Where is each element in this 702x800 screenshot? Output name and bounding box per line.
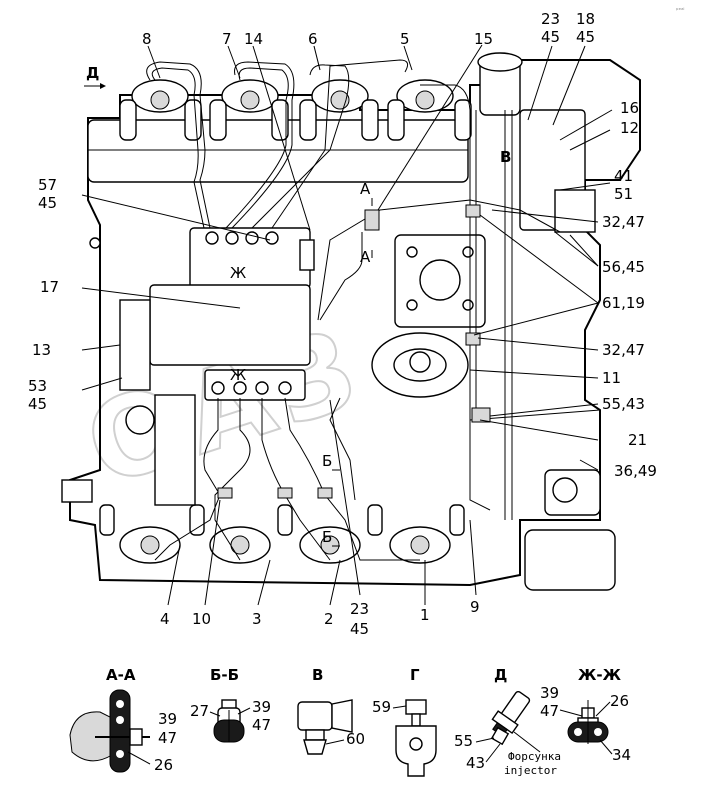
callout-45-left-a: 45 bbox=[38, 194, 57, 212]
callout-17: 17 bbox=[40, 278, 59, 296]
callout-15: 15 bbox=[474, 30, 493, 48]
callout-14: 14 bbox=[244, 30, 263, 48]
callout-16: 16 bbox=[620, 99, 639, 117]
section-aa-title: А-А bbox=[106, 666, 136, 684]
callout-45-top-a: 45 bbox=[541, 28, 560, 46]
callout-21: 21 bbox=[628, 431, 647, 449]
section-aa-label-26: 26 bbox=[154, 756, 173, 774]
view-mark-b-bottom: Б bbox=[322, 528, 332, 546]
callout-1: 1 bbox=[420, 606, 430, 624]
section-bb-label-47: 47 bbox=[252, 716, 271, 734]
section-bb-label-27: 27 bbox=[190, 702, 209, 720]
left-fittings bbox=[61, 237, 196, 506]
callout-11: 11 bbox=[602, 369, 621, 387]
engine-assembly bbox=[61, 52, 641, 591]
injection-pump bbox=[149, 227, 315, 401]
callout-labels: 8 7 14 6 5 15 23 45 18 45 16 12 41 51 57… bbox=[28, 10, 657, 638]
callout-51: 51 bbox=[614, 185, 633, 203]
callout-10: 10 bbox=[192, 610, 211, 628]
callout-7: 7 bbox=[222, 30, 232, 48]
callout-12: 12 bbox=[620, 119, 639, 137]
callout-45-bottom: 45 bbox=[350, 620, 369, 638]
corner-mark: ᵖᵉᵃˡ bbox=[676, 7, 684, 14]
section-zz-label-34: 34 bbox=[612, 746, 631, 764]
section-v: В 60 bbox=[297, 666, 365, 755]
section-d-label-55: 55 bbox=[454, 732, 473, 750]
section-d-note-en: injector bbox=[504, 764, 557, 777]
callout-61-19: 61,19 bbox=[602, 294, 645, 312]
section-zz-title: Ж-Ж bbox=[578, 666, 622, 684]
section-aa: А-А 39 47 26 bbox=[69, 666, 177, 774]
section-aa-label-47: 47 bbox=[158, 729, 177, 747]
callout-36-49: 36,49 bbox=[614, 462, 657, 480]
section-bb-title: Б-Б bbox=[210, 666, 239, 684]
section-zz-label-39: 39 bbox=[540, 684, 559, 702]
view-marks: Д А А Ж Ж В Б Б bbox=[84, 64, 511, 547]
section-zz: Ж-Ж 39 47 26 34 bbox=[540, 666, 631, 764]
section-v-label-60: 60 bbox=[346, 730, 365, 748]
callout-53: 53 bbox=[28, 377, 47, 395]
section-d-label-43: 43 bbox=[466, 754, 485, 772]
callout-57: 57 bbox=[38, 176, 57, 194]
section-v-title: В bbox=[312, 666, 323, 684]
cylinder-heads-top bbox=[119, 79, 472, 141]
view-mark-zh-bottom: Ж bbox=[230, 366, 246, 384]
right-housings bbox=[477, 52, 616, 591]
callout-18: 18 bbox=[576, 10, 595, 28]
callout-5: 5 bbox=[400, 30, 410, 48]
callout-32-47-mid: 32,47 bbox=[602, 341, 645, 359]
section-zz-label-26: 26 bbox=[610, 692, 629, 710]
section-d: Д 55 43 Форсунка injector bbox=[454, 666, 561, 777]
view-mark-zh-top: Ж bbox=[230, 264, 246, 282]
leader-lines bbox=[81, 44, 613, 606]
filter-housing bbox=[371, 234, 486, 398]
section-bb: Б-Б 27 39 47 bbox=[190, 666, 271, 743]
view-mark-v: В bbox=[500, 148, 511, 166]
callout-6: 6 bbox=[308, 30, 318, 48]
callout-2: 2 bbox=[324, 610, 334, 628]
section-g-label-59: 59 bbox=[372, 698, 391, 716]
view-mark-d: Д bbox=[86, 64, 99, 82]
callout-45-left-b: 45 bbox=[28, 395, 47, 413]
callout-41: 41 bbox=[614, 167, 633, 185]
callout-45-top-b: 45 bbox=[576, 28, 595, 46]
callout-4: 4 bbox=[160, 610, 170, 628]
section-bb-label-39: 39 bbox=[252, 698, 271, 716]
callout-56-45: 56,45 bbox=[602, 258, 645, 276]
callout-23-bottom: 23 bbox=[350, 600, 369, 618]
callout-32-47-top: 32,47 bbox=[602, 213, 645, 231]
callout-23-top: 23 bbox=[541, 10, 560, 28]
section-g: Г 59 bbox=[372, 666, 437, 777]
callout-3: 3 bbox=[252, 610, 262, 628]
section-d-title: Д bbox=[494, 666, 507, 684]
view-mark-a-bottom: А bbox=[360, 248, 371, 266]
view-mark-a-top: А bbox=[360, 180, 371, 198]
section-aa-label-39: 39 bbox=[158, 710, 177, 728]
section-d-note-ru: Форсунка bbox=[508, 750, 561, 763]
view-mark-b-top: Б bbox=[322, 452, 332, 470]
callout-13: 13 bbox=[32, 341, 51, 359]
fuel-pipes-bottom bbox=[154, 397, 491, 561]
cylinder-heads-bottom bbox=[99, 504, 465, 564]
section-g-title: Г bbox=[410, 666, 420, 684]
section-zz-label-47: 47 bbox=[540, 702, 559, 720]
callout-8: 8 bbox=[142, 30, 152, 48]
callout-9: 9 bbox=[470, 598, 480, 616]
callout-55-43: 55,43 bbox=[602, 395, 645, 413]
fuel-pipes-right bbox=[364, 110, 601, 520]
